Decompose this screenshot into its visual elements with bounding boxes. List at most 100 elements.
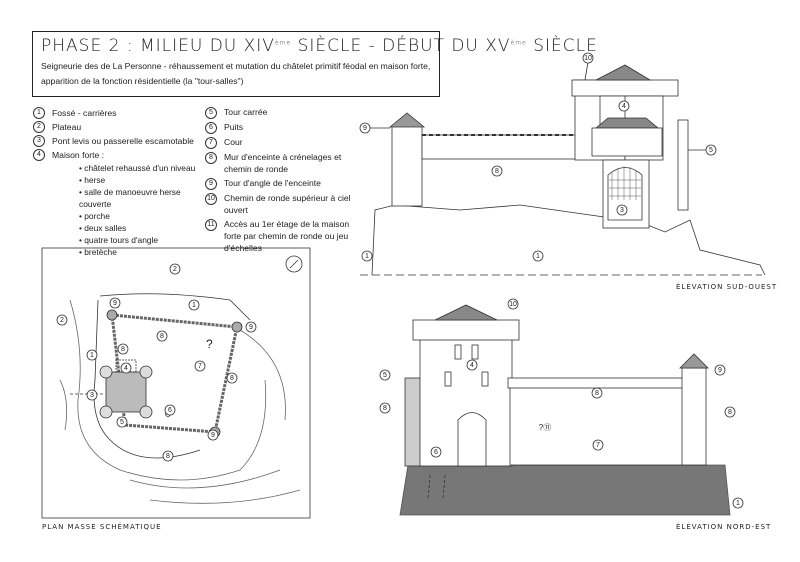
legend-label: Puits: [224, 122, 244, 132]
marker: 2: [60, 317, 64, 324]
elevation-nord-est: 10 5 8 4 8 9 8 7 6 1 ?⑪: [379, 298, 744, 516]
number-badge: 8: [205, 152, 217, 164]
marker: 8: [495, 168, 499, 175]
marker: 7: [198, 363, 202, 370]
number-badge: 1: [33, 107, 45, 119]
plan-frame: [41, 247, 311, 519]
maison-forte-plan: [105, 371, 147, 413]
detail-bullet: herse: [33, 174, 203, 186]
north-arrow-needle: [289, 259, 299, 269]
marker: 8: [230, 375, 234, 382]
legend-item: 6 Puits: [205, 121, 355, 134]
detail-bullet: châtelet rehaussé d'un niveau: [33, 162, 203, 174]
ne-caption: ÉLÉVATION NORD-EST: [676, 523, 772, 531]
marker: 9: [363, 125, 367, 132]
legend-label: Cour: [224, 137, 243, 147]
legend-label: Pont levis ou passerelle escamotable: [52, 136, 194, 146]
detail-bullet: deux salles: [33, 222, 203, 234]
detail-bullet: quatre tours d'angle: [33, 234, 203, 246]
marker: 9: [113, 300, 117, 307]
corner-tower-sw: [391, 125, 423, 207]
rock-base: [399, 464, 731, 516]
legend-label: Fossé - carrières: [52, 108, 117, 118]
legend-label: Plateau: [52, 122, 82, 132]
detail-bullet: porche: [33, 210, 203, 222]
marker: 8: [595, 390, 599, 397]
detail-bullet: bretèche: [33, 246, 203, 258]
legend-label: Maison forte :: [52, 150, 105, 160]
marker: 4: [470, 362, 474, 369]
number-badge: 3: [33, 135, 45, 147]
contour-lines: [59, 299, 301, 504]
marker: 4: [124, 365, 128, 372]
north-arrow-icon: [285, 255, 303, 273]
marker: 5: [709, 147, 713, 154]
detail-bullet: salle de manoeuvre herse couverte: [33, 186, 203, 210]
number-badge: 4: [33, 149, 45, 161]
marker: 8: [728, 409, 732, 416]
marker: 8: [383, 405, 387, 412]
legend-item: 9 Tour d'angle de l'enceinte: [205, 177, 355, 190]
page-title: PHASE 2 : MILIEU DU XIVème SIÈCLE - DÉBU…: [41, 36, 597, 56]
marker: 6: [168, 407, 172, 414]
number-badge: 6: [205, 122, 217, 134]
legend-label: Tour d'angle de l'enceinte: [224, 178, 321, 188]
number-badge: 11: [205, 219, 217, 231]
sw-caption: ÉLÉVATION SUD-OUEST: [676, 283, 778, 291]
marker: 8: [166, 453, 170, 460]
curtain-wall-ne: [509, 384, 689, 466]
plan-caption: PLAN MASSE SCHÉMATIQUE: [42, 523, 162, 531]
marker: 1: [365, 253, 369, 260]
marker: 2: [173, 266, 177, 273]
marker: 1: [192, 302, 196, 309]
portcullis-icon: [609, 166, 641, 200]
title-sup: ème: [274, 39, 292, 47]
number-badge: 7: [205, 137, 217, 149]
marker: 1: [536, 253, 540, 260]
legend-item: 2 Plateau: [33, 120, 203, 134]
marker: 7: [596, 442, 600, 449]
marker: 6: [434, 449, 438, 456]
marker: 1: [736, 500, 740, 507]
marker: 8: [160, 333, 164, 340]
legend-item: 7 Cour: [205, 136, 355, 149]
title-part: PHASE 2 : MILIEU DU XIV: [41, 36, 275, 56]
title-sup: ème: [510, 39, 527, 47]
gate-ne: [457, 412, 487, 467]
marker: 9: [211, 432, 215, 439]
marker: 5: [120, 419, 124, 426]
title-box: PHASE 2 : MILIEU DU XIVème SIÈCLE - DÉBU…: [32, 31, 597, 97]
rock-outline: [371, 204, 766, 276]
number-badge: 10: [205, 193, 217, 205]
marker: 9: [718, 367, 722, 374]
corner-tower-ne: [681, 367, 707, 466]
elevation-sud-ouest: 9 5 10 4 8 3 1 1: [359, 52, 766, 276]
curtain-wall-sw: [421, 134, 578, 160]
legend-label: Chemin de ronde supérieur à ciel ouvert: [224, 193, 351, 215]
unknown-mark: ?: [206, 337, 213, 351]
marker: 10: [509, 301, 517, 308]
number-badge: 9: [205, 178, 217, 190]
marker: 10: [584, 55, 592, 62]
marker: 1: [90, 352, 94, 359]
subtitle: Seigneurie des de La Personne - réhausse…: [41, 61, 431, 86]
marker: 4: [622, 103, 626, 110]
uncertain-access-mark: ?⑪: [539, 423, 551, 432]
title-part: SIÈCLE - DÉBUT DU XV: [291, 36, 511, 56]
marker: 8: [121, 346, 125, 353]
marker: 9: [249, 324, 253, 331]
marker: 3: [90, 392, 94, 399]
number-badge: 5: [205, 107, 217, 119]
marker: 3: [620, 207, 624, 214]
title-part: SIÈCLE: [526, 36, 598, 56]
legend-item: 5 Tour carrée: [205, 106, 355, 119]
legend-left: 1 Fossé - carrières 2 Plateau 3 Pont levis …: [33, 106, 203, 258]
marker: 5: [383, 372, 387, 379]
legend-item: 1 Fossé - carrières: [33, 106, 203, 120]
legend-label: Tour carrée: [224, 107, 268, 117]
number-badge: 2: [33, 121, 45, 133]
legend-item: 3 Pont levis ou passerelle escamotable: [33, 134, 203, 148]
